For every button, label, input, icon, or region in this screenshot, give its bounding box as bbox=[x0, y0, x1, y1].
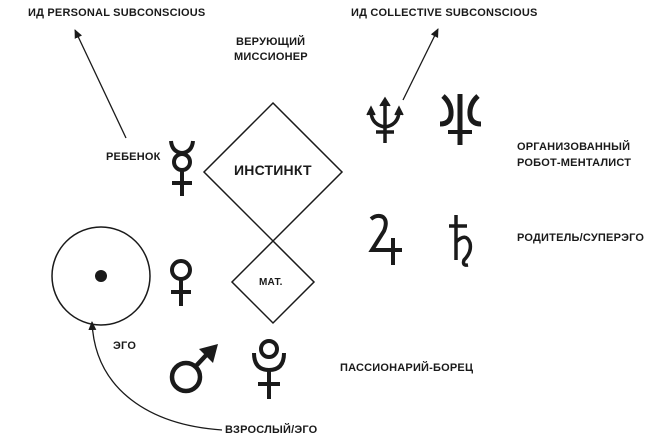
label-id-collective-subconscious: ИД COLLECTIVE SUBCONSCIOUS bbox=[351, 7, 538, 19]
pluto-icon bbox=[252, 339, 286, 399]
label-mat: МАТ. bbox=[259, 277, 283, 288]
label-id-personal-subconscious: ИД PERSONAL SUBCONSCIOUS bbox=[28, 7, 206, 19]
label-instinct: ИНСТИНКТ bbox=[234, 162, 312, 178]
label-child: РЕБЕНОК bbox=[106, 151, 161, 163]
neptune-alt-icon bbox=[439, 94, 482, 145]
label-organized-line2: РОБОТ-МЕНТАЛИСТ bbox=[517, 157, 632, 169]
label-passionary-fighter: ПАССИОНАРИЙ-БОРЕЦ bbox=[340, 362, 474, 374]
jupiter-icon bbox=[368, 213, 402, 265]
mars-icon bbox=[169, 344, 218, 394]
arrow-adult-to-ego bbox=[88, 321, 223, 431]
label-organized-line1: ОРГАНИЗОВАННЫЙ bbox=[517, 141, 631, 153]
arrow-to-personal-subconscious bbox=[74, 29, 127, 139]
label-adult-ego: ВЗРОСЛЫЙ/ЭГО bbox=[225, 424, 318, 436]
saturn-icon bbox=[449, 215, 473, 267]
mat-diamond bbox=[230, 239, 316, 325]
label-ego: ЭГО bbox=[113, 340, 137, 352]
label-believer-line1: ВЕРУЮЩИЙ bbox=[236, 36, 306, 48]
sun-icon bbox=[51, 226, 151, 326]
arrow-to-collective-subconscious bbox=[402, 28, 439, 101]
label-believer-line2: МИССИОНЕР bbox=[234, 51, 308, 63]
mercury-icon bbox=[169, 140, 195, 196]
neptune-icon bbox=[366, 96, 404, 143]
venus-icon bbox=[170, 259, 192, 306]
label-parent-superego: РОДИТЕЛЬ/СУПЕРЭГО bbox=[517, 232, 645, 244]
